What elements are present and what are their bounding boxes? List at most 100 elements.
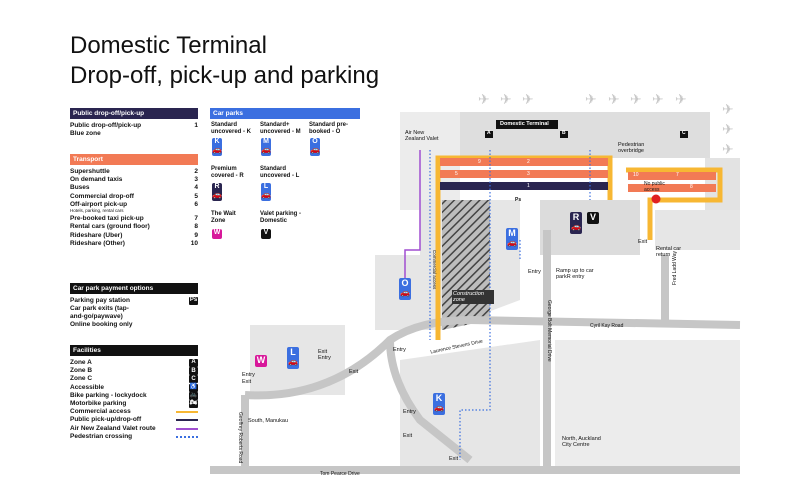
valet-route <box>404 150 421 280</box>
car-park-l-icon: L🚗 <box>261 183 271 201</box>
pedestrian-crossing-swatch <box>176 435 198 438</box>
svg-text:✈: ✈ <box>585 91 597 107</box>
legend-item: Pedestrian crossing <box>70 433 198 441</box>
map-car-park-w: W <box>255 355 267 367</box>
car-park-m-icon: M🚗 <box>261 138 271 156</box>
forecourt-lanes <box>440 158 716 192</box>
bay-2: 2 <box>527 159 530 165</box>
car-park-l-label: Standard uncovered - L <box>260 166 300 179</box>
zone-b-icon: B <box>189 367 198 376</box>
commercial-access-label: Commercial access <box>432 250 437 290</box>
exit-entry-label: Exit Entry <box>318 349 331 362</box>
motorbike-icon: 🏍 <box>189 400 198 409</box>
road-network <box>210 230 741 474</box>
legend-item: Rideshare (Other)10 <box>70 239 198 247</box>
south-direction-label: South, Manukau <box>248 418 289 424</box>
public-line-swatch <box>176 419 198 422</box>
terminal-building <box>460 112 710 158</box>
accessible-icon: ♿ <box>189 383 198 392</box>
geoffrey-roberts-road: Geoffrey Roberts Road <box>237 412 243 464</box>
car-park-m-label: Standard+ uncovered - M <box>260 122 301 135</box>
legend-item: Motorbike parking🏍 <box>70 399 198 409</box>
bay-10: 10 <box>633 172 639 178</box>
entry-label: Entry <box>242 372 255 378</box>
page-subtitle: Drop-off, pick-up and parking <box>70 62 380 89</box>
svg-text:✈: ✈ <box>675 91 687 107</box>
construction-zone <box>442 200 490 330</box>
car-park-w-icon: W <box>212 229 222 239</box>
bay-9: 9 <box>478 159 481 165</box>
svg-text:✈: ✈ <box>608 91 620 107</box>
page-title: Domestic Terminal <box>70 32 267 59</box>
pay-station-icon: Ps <box>189 297 198 306</box>
svg-text:✈: ✈ <box>500 91 512 107</box>
svg-text:✈: ✈ <box>478 91 490 107</box>
exit-label: Exit <box>449 456 459 462</box>
svg-text:✈: ✈ <box>652 91 664 107</box>
car-park-o-label: Standard pre-booked - O <box>309 122 349 135</box>
exit-label: Exit <box>638 239 648 245</box>
car-parks-legend: Car parks <box>210 108 360 119</box>
map-car-park-l: L🚗 <box>287 347 299 369</box>
ramp-label: Ramp up to car parkR entry <box>556 268 594 281</box>
car-park-w-label: The Wait Zone <box>211 211 236 224</box>
terminal-label: Domestic Terminal <box>500 121 549 127</box>
bay-1: 1 <box>527 183 530 189</box>
svg-text:✈: ✈ <box>722 121 734 137</box>
no-access-icon <box>651 194 661 204</box>
air-nz-valet-label: Air New Zealand Valet <box>405 130 439 143</box>
legend-header: Facilities <box>70 345 198 356</box>
legend-item: Public pick-up/drop-off <box>70 416 198 424</box>
bay-5: 5 <box>455 171 458 177</box>
legend-item: Rideshare (Uber)9 <box>70 231 198 239</box>
car-park-k-area <box>400 340 540 470</box>
zone-b-marker: B <box>562 130 566 136</box>
map-car-park-v: V <box>587 212 599 224</box>
car-park-r-icon: R🚗 <box>212 183 222 201</box>
valet-line-swatch <box>176 427 198 430</box>
car-park-r-building <box>540 200 640 255</box>
car-park-v-icon: V <box>261 229 271 239</box>
map-car-park-m: M🚗 <box>506 228 518 250</box>
overbridge-label: Pedestrian overbridge <box>618 142 645 155</box>
zone-c-marker: C <box>682 130 686 136</box>
legend-item: Car park exits (tap-and-go/paywave) <box>70 305 129 321</box>
north-direction-label: North, Auckland City Centre <box>562 436 601 449</box>
car-park-k-label: Standard uncovered - K <box>211 122 252 135</box>
svg-text:✈: ✈ <box>722 141 734 157</box>
entry-label: Entry <box>403 409 416 415</box>
bay-7: 7 <box>676 172 679 178</box>
map-car-park-k: K🚗 <box>433 393 445 415</box>
legend-header: Public drop-off/pick-up <box>70 108 198 119</box>
svg-text:✈: ✈ <box>522 91 534 107</box>
zone-markers <box>485 131 688 138</box>
exit-label: Exit <box>349 369 359 375</box>
legend-item: Accessible♿ <box>70 383 198 392</box>
legend-item: Online booking only <box>70 321 133 329</box>
legend-pickup: Public drop-off/pick-up Public drop-off/… <box>70 108 198 138</box>
cyril-kay-road: Cyril Kay Road <box>590 323 624 329</box>
planes-decor: ✈✈ ✈✈ ✈✈ ✈✈ ✈✈ ✈ <box>478 91 734 157</box>
legend-item: Air New Zealand Valet route <box>70 425 198 433</box>
legend-subnote: Hotels, parking, rental cars <box>70 208 124 214</box>
construction-zone-label: Construction zone <box>452 290 494 305</box>
car-parks-header: Car parks <box>210 108 360 119</box>
svg-text:✈: ✈ <box>630 91 642 107</box>
car-park-k-icon: K🚗 <box>212 138 222 156</box>
exit-label: Exit <box>242 379 252 385</box>
bike-icon: 🚲 <box>189 391 198 400</box>
legend-item: Blue zone <box>70 130 101 138</box>
entry-label: Entry <box>528 269 541 275</box>
zone-c-icon: C <box>189 375 198 384</box>
george-bolt-drive: George Bolt Memorial Drive <box>546 300 552 362</box>
entry-label: Entry <box>393 347 406 353</box>
pay-station-marker: Ps <box>515 197 522 203</box>
map-car-park-r: R🚗 <box>570 212 582 234</box>
